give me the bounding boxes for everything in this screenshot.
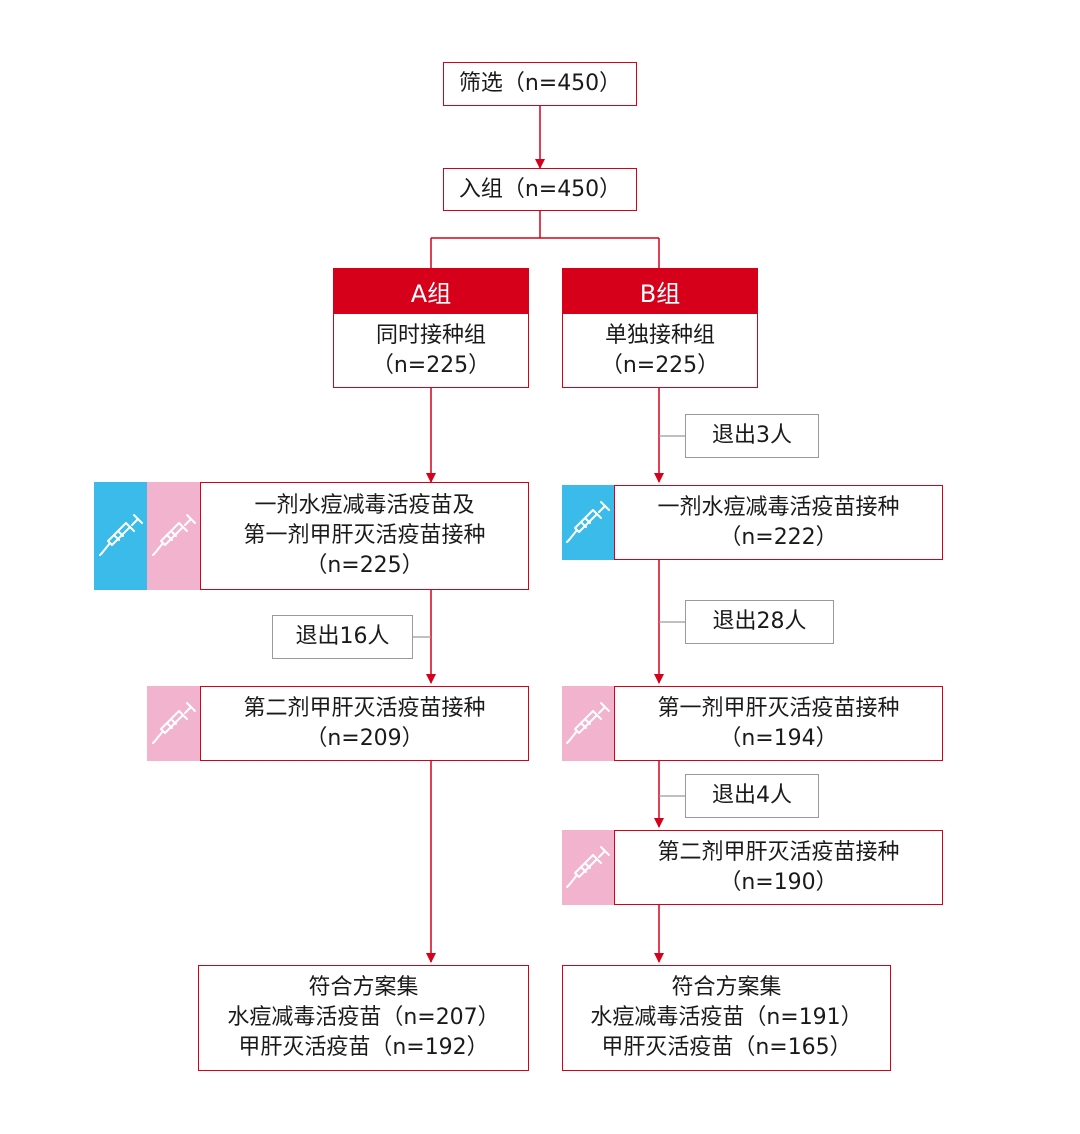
b-dose1-box: 一剂水痘减毒活疫苗接种 （n=222）: [614, 485, 943, 560]
b-dose1-line2: （n=222）: [719, 524, 838, 550]
b-exit1-label: 退出3人: [712, 423, 792, 448]
group-a-header-label: A组: [410, 279, 452, 308]
syringe-icon: [566, 701, 610, 744]
b-dose3-line1: 第二剂甲肝灭活疫苗接种: [657, 839, 900, 865]
b-final-box: 符合方案集 水痘减毒活疫苗（n=191） 甲肝灭活疫苗（n=165）: [562, 965, 891, 1071]
group-b-name: 单独接种组: [604, 322, 715, 348]
b-exit3-label: 退出4人: [712, 783, 792, 808]
b-exit1-box: 退出3人: [685, 414, 819, 458]
a-exit-label: 退出16人: [295, 624, 390, 649]
b-dose2-line2: （n=194）: [719, 725, 838, 751]
a-final-line3: 甲肝灭活疫苗（n=192）: [238, 1035, 489, 1060]
screening-box: 筛选（n=450）: [443, 62, 637, 106]
b-exit2-label: 退出28人: [712, 609, 807, 634]
a-final-line1: 符合方案集: [308, 975, 419, 1000]
a-dose1-line3: （n=225）: [305, 553, 424, 578]
a-dose1-line2: 第一剂甲肝灭活疫苗接种: [243, 523, 486, 548]
hepatitis-a-vaccine-tile: [147, 686, 200, 761]
hepatitis-a-vaccine-tile: [562, 830, 614, 905]
syringe-icon: [566, 500, 610, 543]
b-exit2-box: 退出28人: [685, 600, 834, 644]
syringe-icon: [98, 514, 143, 556]
enrolled-box: 入组（n=450）: [443, 168, 637, 211]
a-dose1-box: 一剂水痘减毒活疫苗及 第一剂甲肝灭活疫苗接种 （n=225）: [200, 482, 529, 590]
a-final-line2: 水痘减毒活疫苗（n=207）: [227, 1005, 500, 1030]
b-dose2-line1: 第一剂甲肝灭活疫苗接种: [657, 695, 900, 721]
varicella-vaccine-tile: [94, 482, 147, 590]
a-final-box: 符合方案集 水痘减毒活疫苗（n=207） 甲肝灭活疫苗（n=192）: [198, 965, 529, 1071]
a-dose2-box: 第二剂甲肝灭活疫苗接种 （n=209）: [200, 686, 529, 761]
b-exit3-box: 退出4人: [685, 774, 819, 818]
a-dose2-line2: （n=209）: [305, 725, 424, 751]
varicella-vaccine-tile: [562, 485, 614, 560]
syringe-icon: [151, 514, 196, 556]
b-final-line1: 符合方案集: [671, 975, 782, 1000]
syringe-icon: [566, 845, 610, 888]
b-dose1-line1: 一剂水痘减毒活疫苗接种: [657, 494, 900, 520]
b-dose2-box: 第一剂甲肝灭活疫苗接种 （n=194）: [614, 686, 943, 761]
a-exit-box: 退出16人: [272, 615, 413, 659]
hepatitis-a-vaccine-tile: [147, 482, 200, 590]
enrolled-label: 入组（n=450）: [458, 176, 622, 202]
screening-label: 筛选（n=450）: [458, 71, 622, 96]
group-a-body: 同时接种组 （n=225）: [333, 314, 529, 388]
b-final-line2: 水痘减毒活疫苗（n=191）: [590, 1005, 863, 1030]
syringe-icon: [151, 701, 196, 744]
group-b-header-label: B组: [639, 279, 681, 308]
hepatitis-a-vaccine-tile: [562, 686, 614, 761]
group-a-name: 同时接种组: [375, 322, 486, 348]
a-dose1-line1: 一剂水痘减毒活疫苗及: [254, 493, 475, 518]
group-a-count: （n=225）: [371, 352, 491, 378]
a-dose2-line1: 第二剂甲肝灭活疫苗接种: [243, 695, 486, 721]
group-b-body: 单独接种组 （n=225）: [562, 314, 758, 388]
b-dose3-box: 第二剂甲肝灭活疫苗接种 （n=190）: [614, 830, 943, 905]
group-b-count: （n=225）: [600, 352, 720, 378]
group-b-header: B组: [562, 268, 758, 314]
b-dose3-line2: （n=190）: [719, 869, 838, 895]
b-final-line3: 甲肝灭活疫苗（n=165）: [601, 1035, 852, 1060]
group-a-header: A组: [333, 268, 529, 314]
